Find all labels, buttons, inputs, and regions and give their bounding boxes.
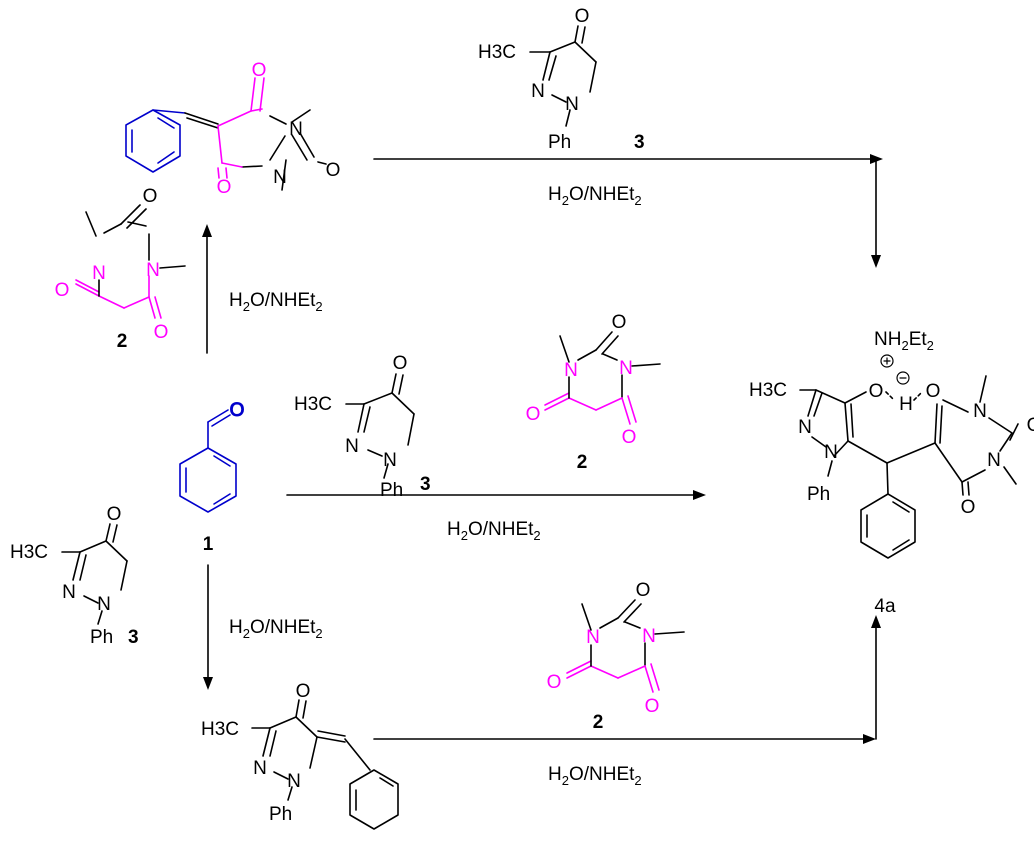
atom-o-top1: O (252, 60, 267, 81)
atom-n2-pyr-center: N (383, 450, 397, 471)
phenyl-label-bottom: Ph (269, 804, 292, 825)
atom-n1-pyr-center: N (345, 436, 359, 457)
condition-bottom: H2O/NHEt2 (548, 764, 642, 788)
atom-o1-barb-left: O (55, 280, 70, 301)
barbiturate-bottom: N O N O O 2 (547, 580, 685, 733)
pyrazolone-top: H3C O N N Ph 3 (478, 6, 645, 153)
arrow-up-left (202, 224, 212, 354)
atom-n2-pyr-top: N (565, 94, 579, 115)
methyl-label-bottom: H3C (201, 719, 239, 740)
phenyl-label-top: Ph (548, 132, 571, 153)
atom-h-product: H (899, 394, 913, 415)
atom-o-top2: O (326, 160, 341, 181)
atom-n1-barb-bottom: N (586, 627, 600, 648)
atom-o3-barb-left: O (143, 186, 158, 207)
compound-number-3-center: 3 (420, 474, 431, 495)
counterion-label: NH2Et2 (874, 329, 934, 353)
atom-o-pyr-center: O (393, 353, 408, 374)
condition-top: H2O/NHEt2 (548, 184, 642, 208)
phenyl-label-left: Ph (90, 627, 113, 648)
atom-n2-barb-left: N (146, 260, 160, 281)
pyrazolone-left: H3C O N N Ph 3 (10, 504, 139, 648)
atom-o3-barb-center: O (612, 312, 627, 333)
atom-o2-barb-bottom: O (645, 696, 660, 717)
compound-number-2-bottom: 2 (593, 712, 604, 733)
atom-n1-pyr-left: N (62, 582, 76, 603)
benzene-ring-top (125, 109, 181, 173)
barbiturate-center: N O N O O 2 (526, 312, 661, 473)
pyrazolone-center: H3C O N N Ph 3 (294, 353, 431, 501)
atom-n2-barb-bottom: N (642, 626, 656, 647)
atom-o4-product: O (961, 497, 976, 518)
arrow-top (373, 154, 883, 268)
condition-center: H2O/NHEt2 (447, 519, 541, 543)
barbiturate-left: N O N O O 2 (55, 186, 186, 352)
atom-o3-barb-bottom: O (636, 580, 651, 601)
compound-number-4a: 4a (874, 596, 896, 617)
atom-n1-barb-center: N (564, 360, 578, 381)
phenyl-label-center: Ph (380, 480, 403, 501)
atom-n-top2: N (273, 167, 287, 188)
atom-n2-bottom: N (287, 771, 301, 792)
compound-number-2-left: 2 (117, 331, 128, 352)
product-4a: NH2Et2 + H3C O H − O N N Ph (749, 329, 1034, 617)
atom-o-aldehyde: O (230, 400, 245, 421)
atom-n4-product: N (987, 450, 1001, 471)
arrow-bottom (373, 615, 881, 744)
methyl-label-left: H3C (10, 542, 48, 563)
condition-left: H2O/NHEt2 (229, 290, 323, 314)
atom-o2-product: O (926, 381, 941, 402)
compound-number-3-left: 3 (128, 627, 139, 648)
atom-n2-pyr-left: N (97, 594, 111, 615)
arrow-down-left (203, 564, 213, 690)
benzylidene-barbiturate: O O N N O (125, 60, 341, 198)
atom-o2-barb-center: O (622, 427, 637, 448)
atom-o-pyr-top: O (575, 6, 590, 27)
compound-number-1: 1 (203, 534, 214, 555)
methyl-label-top: H3C (478, 42, 516, 63)
atom-o1-barb-bottom: O (547, 672, 562, 693)
compound-number-3-top: 3 (634, 132, 645, 153)
atom-n1-barb-left: N (92, 263, 106, 284)
atom-n3-product: N (973, 401, 987, 422)
methyl-label-center: H3C (294, 394, 332, 415)
atom-n2-barb-center: N (619, 358, 633, 379)
atom-o-bottom: O (296, 681, 311, 702)
atom-o-pyr-left: O (107, 504, 122, 525)
atom-o-top3: O (217, 177, 232, 198)
atom-n2-product: N (824, 442, 838, 463)
atom-o1-barb-center: O (526, 404, 541, 425)
atom-o1-product: O (869, 381, 884, 402)
benzylidene-pyrazolone: H3C O N N Ph (201, 681, 399, 830)
phenyl-label-product: Ph (807, 484, 830, 505)
atom-n1-bottom: N (253, 758, 267, 779)
condition-down: H2O/NHEt2 (229, 617, 323, 641)
atom-n1-pyr-top: N (531, 81, 545, 102)
atom-o3-product: O (1027, 415, 1034, 436)
compound-number-2-center: 2 (577, 452, 588, 473)
atom-n-top1: N (289, 119, 303, 140)
arrow-center (286, 490, 706, 500)
atom-o2-barb-left: O (154, 322, 169, 343)
benzaldehyde: O 1 (179, 400, 245, 555)
methyl-label-product: H3C (749, 380, 787, 401)
atom-n1-product: N (798, 417, 812, 438)
